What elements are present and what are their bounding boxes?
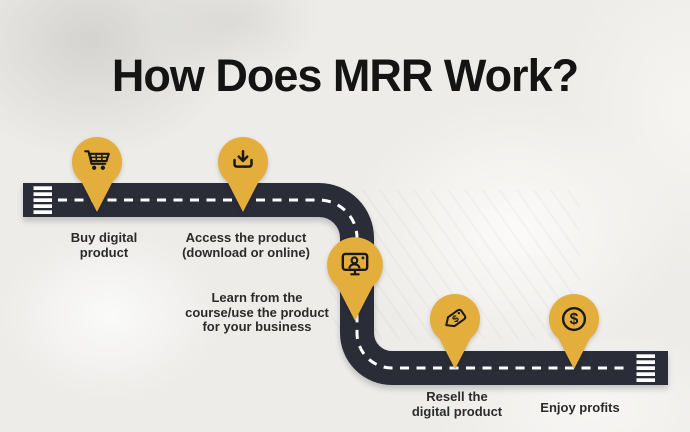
step-label-access: Access the product (download or online)	[182, 230, 310, 260]
step-label-resell: Resell the digital product	[411, 389, 503, 419]
shopping-cart-icon	[84, 150, 110, 170]
step-label-line: (download or online)	[182, 244, 310, 260]
step-label-line: Enjoy profits	[540, 400, 620, 415]
dollar-coin-icon: $	[561, 306, 587, 332]
price-tag-icon: $	[445, 308, 467, 328]
step-label-profits: Enjoy profits	[540, 400, 620, 416]
step-label-line: Learn from the	[211, 290, 303, 305]
step-label-line: Buy digital	[70, 230, 138, 245]
step-label-learn: Learn from the course/use the product fo…	[185, 290, 329, 335]
step-label-line: course/use the product	[185, 304, 329, 320]
road-end-stripes	[636, 354, 655, 382]
svg-text:$: $	[451, 313, 462, 325]
pin-learn-course	[325, 236, 385, 322]
download-icon	[233, 150, 253, 168]
road-start-stripes	[33, 186, 52, 214]
step-label-buy: Buy digital product	[70, 230, 138, 260]
pin-buy-digital-product	[70, 136, 124, 214]
svg-text:$: $	[570, 311, 579, 328]
step-label-line: product	[79, 244, 129, 260]
step-label-line: Resell the	[426, 389, 488, 404]
step-label-line: digital product	[411, 403, 503, 419]
step-label-line: for your business	[202, 319, 312, 334]
pin-resell-product: $	[428, 293, 482, 371]
step-label-line: Access the product	[185, 230, 307, 245]
online-course-icon	[341, 252, 369, 276]
pin-access-product	[216, 136, 270, 214]
pin-enjoy-profits: $	[547, 293, 601, 371]
page-title: How Does MRR Work?	[111, 50, 579, 101]
